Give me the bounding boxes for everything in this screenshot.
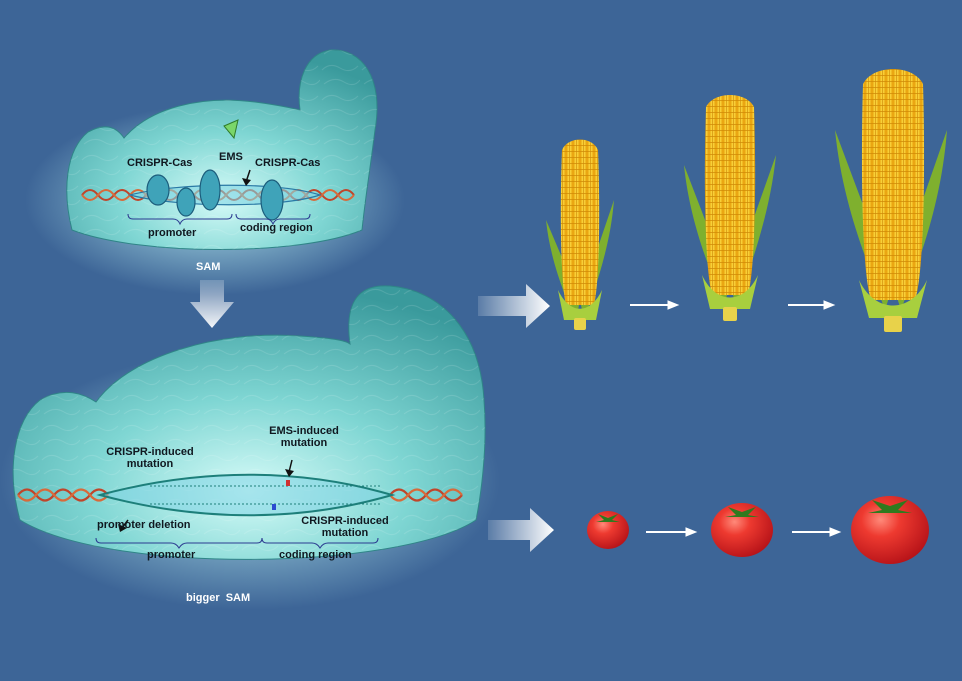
promoter-label-top: promoter (148, 227, 197, 239)
promoter-deletion-label: promoter deletion (97, 519, 191, 531)
crispr-induced-mutation-label-bottom: CRISPR-induced mutation (301, 515, 389, 539)
down-arrow-icon (190, 280, 234, 328)
ems-label: EMS (219, 151, 243, 163)
tomato-icon (851, 496, 929, 564)
bigger-sam-caption: bigger SAM (186, 592, 251, 604)
corn-icon (684, 95, 776, 321)
coding-region-label-top: coding region (240, 222, 313, 234)
sam-caption: SAM (196, 261, 221, 273)
small-arrows (630, 300, 842, 537)
corn-icon (835, 69, 947, 332)
ems-tube-icon (223, 119, 239, 140)
crispr-cas-label-left: CRISPR-Cas (127, 157, 193, 169)
crispr-cas-label-right: CRISPR-Cas (255, 157, 321, 169)
coding-region-label-bottom: coding region (279, 549, 352, 561)
tomato-icon (587, 511, 629, 549)
bottom-sam (0, 285, 500, 610)
top-sam (25, 49, 405, 295)
bottom-dna-strand (17, 473, 463, 517)
crispr-induced-mutation-label-top: CRISPR-induced mutation (106, 446, 194, 470)
tomato-icon (711, 503, 773, 557)
arrow-icon (478, 284, 554, 552)
crispr-cas-protein-icon (146, 169, 284, 221)
promoter-label-bottom: promoter (147, 549, 196, 561)
ems-induced-mutation-label: EMS-induced mutation (269, 425, 339, 449)
corn-icon (546, 139, 614, 330)
